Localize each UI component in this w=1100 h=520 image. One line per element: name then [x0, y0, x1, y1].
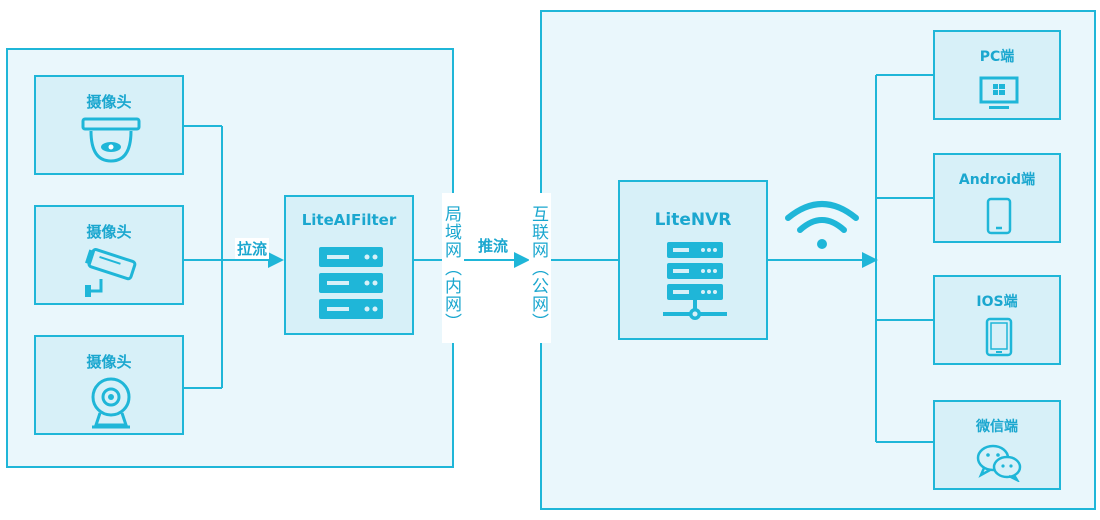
camera-label: 摄像头 — [86, 93, 132, 111]
camera-box-1: 摄像头 — [34, 75, 184, 175]
client-box-wechat: 微信端 — [933, 400, 1061, 490]
wechat-icon — [976, 444, 1022, 482]
client-box-android: Android端 — [933, 153, 1061, 243]
client-box-pc: PC端 — [933, 30, 1061, 120]
litenvr-title: LiteNVR — [654, 210, 732, 230]
camera-box-2: 摄像头 — [34, 205, 184, 305]
tablet-icon — [985, 317, 1013, 357]
dome-camera-icon — [81, 117, 141, 163]
camera-box-3: 摄像头 — [34, 335, 184, 435]
push-stream-label: 推流 — [476, 235, 511, 256]
camera-label: 摄像头 — [86, 353, 132, 371]
phone-icon — [986, 197, 1012, 235]
webcam-icon — [91, 377, 131, 429]
client-label: PC端 — [979, 49, 1015, 65]
wan-label: 互联网（公网） — [528, 193, 551, 343]
pull-stream-label: 拉流 — [235, 238, 270, 259]
liteaifilter-title: LiteAIFilter — [301, 211, 397, 229]
lan-label: 局域网（内网） — [441, 193, 464, 343]
liteaifilter-box: LiteAIFilter — [284, 195, 414, 335]
client-box-ios: IOS端 — [933, 275, 1061, 365]
litenvr-box: LiteNVR — [618, 180, 768, 340]
wifi-icon — [785, 201, 859, 249]
network-server-icon — [663, 242, 727, 320]
client-label: 微信端 — [976, 419, 1018, 435]
bullet-camera-icon — [85, 248, 137, 297]
client-label: IOS端 — [976, 294, 1018, 310]
client-label: Android端 — [958, 172, 1036, 188]
windows-monitor-icon — [979, 76, 1019, 109]
camera-label: 摄像头 — [86, 223, 132, 241]
server-icon — [319, 247, 383, 319]
